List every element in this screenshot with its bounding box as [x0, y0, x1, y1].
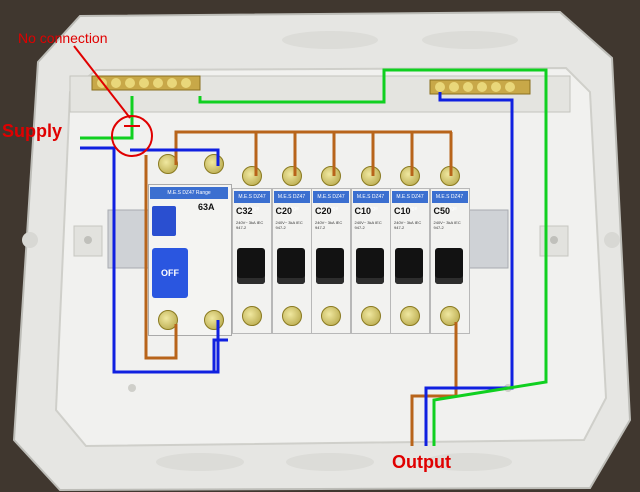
screw-icon [158, 154, 178, 174]
breaker-spec: 240V~ 3kA IEC 947-2 [394, 220, 422, 230]
breaker-toggle [395, 248, 423, 284]
screw-icon [439, 306, 460, 326]
breaker-brand-band: M.E.S DZ47 Range [431, 191, 468, 212]
screw-icon [400, 166, 420, 186]
screw-icon [204, 310, 224, 330]
breaker-toggle [355, 248, 384, 284]
breaker-rating: C32 [236, 206, 253, 216]
breaker-brand-band: M.E.S DZ47 Range [234, 191, 270, 212]
breaker-brand-band: M.E.S DZ47 Range [392, 191, 428, 212]
breaker-toggle [316, 248, 344, 284]
breaker-toggle [434, 248, 463, 284]
breaker-toggle [276, 248, 305, 284]
screw-icon [321, 166, 341, 186]
breaker-rating: C20 [315, 206, 332, 216]
neutral-busbar-right [429, 79, 531, 95]
screw-icon [242, 166, 262, 186]
breaker-rating: C10 [394, 206, 411, 216]
breaker-brand-band: M.E.S DZ47 Range [313, 191, 349, 212]
screw-icon [360, 306, 381, 326]
rcd-toggle: OFF [152, 248, 188, 298]
screw-icon [242, 306, 262, 326]
breaker-spec: 240V~ 3kA IEC 947-2 [315, 220, 343, 230]
rcd-brand-band: M.E.S DZ47 Range [150, 187, 228, 199]
breaker-brand-band: M.E.S DZ47 Range [352, 191, 389, 212]
screw-icon [400, 306, 420, 326]
breaker-rating: C10 [354, 206, 372, 216]
breaker-brand-band: M.E.S DZ47 Range [273, 191, 310, 212]
screw-icon [439, 166, 460, 186]
breaker-rating: C50 [433, 206, 451, 216]
breaker-spec: 240V~ 3kA IEC 947-2 [236, 220, 264, 230]
screw-icon [281, 306, 302, 326]
supply-label: Supply [2, 121, 63, 141]
screw-icon [158, 310, 178, 330]
screw-icon [204, 154, 224, 174]
breaker-spec: 240V~ 3kA IEC 947-2 [354, 220, 382, 230]
breaker-spec: 240V~ 3kA IEC 947-2 [275, 220, 303, 230]
no-connection-label: No connection [18, 30, 108, 46]
earth-busbar-left [91, 75, 201, 91]
rcd-main-switch: M.E.S DZ47 Range 63A OFF [148, 154, 232, 336]
screw-icon [321, 306, 341, 326]
rcd-rating: 63A [198, 202, 215, 212]
output-label: Output [392, 452, 451, 472]
screw-icon [360, 166, 381, 186]
breaker-toggle [237, 248, 265, 284]
rcd-test-button [152, 206, 176, 236]
breaker-spec: 240V~ 3kA IEC 947-2 [433, 220, 461, 230]
breaker-rating: C20 [275, 206, 293, 216]
screw-icon [281, 166, 302, 186]
